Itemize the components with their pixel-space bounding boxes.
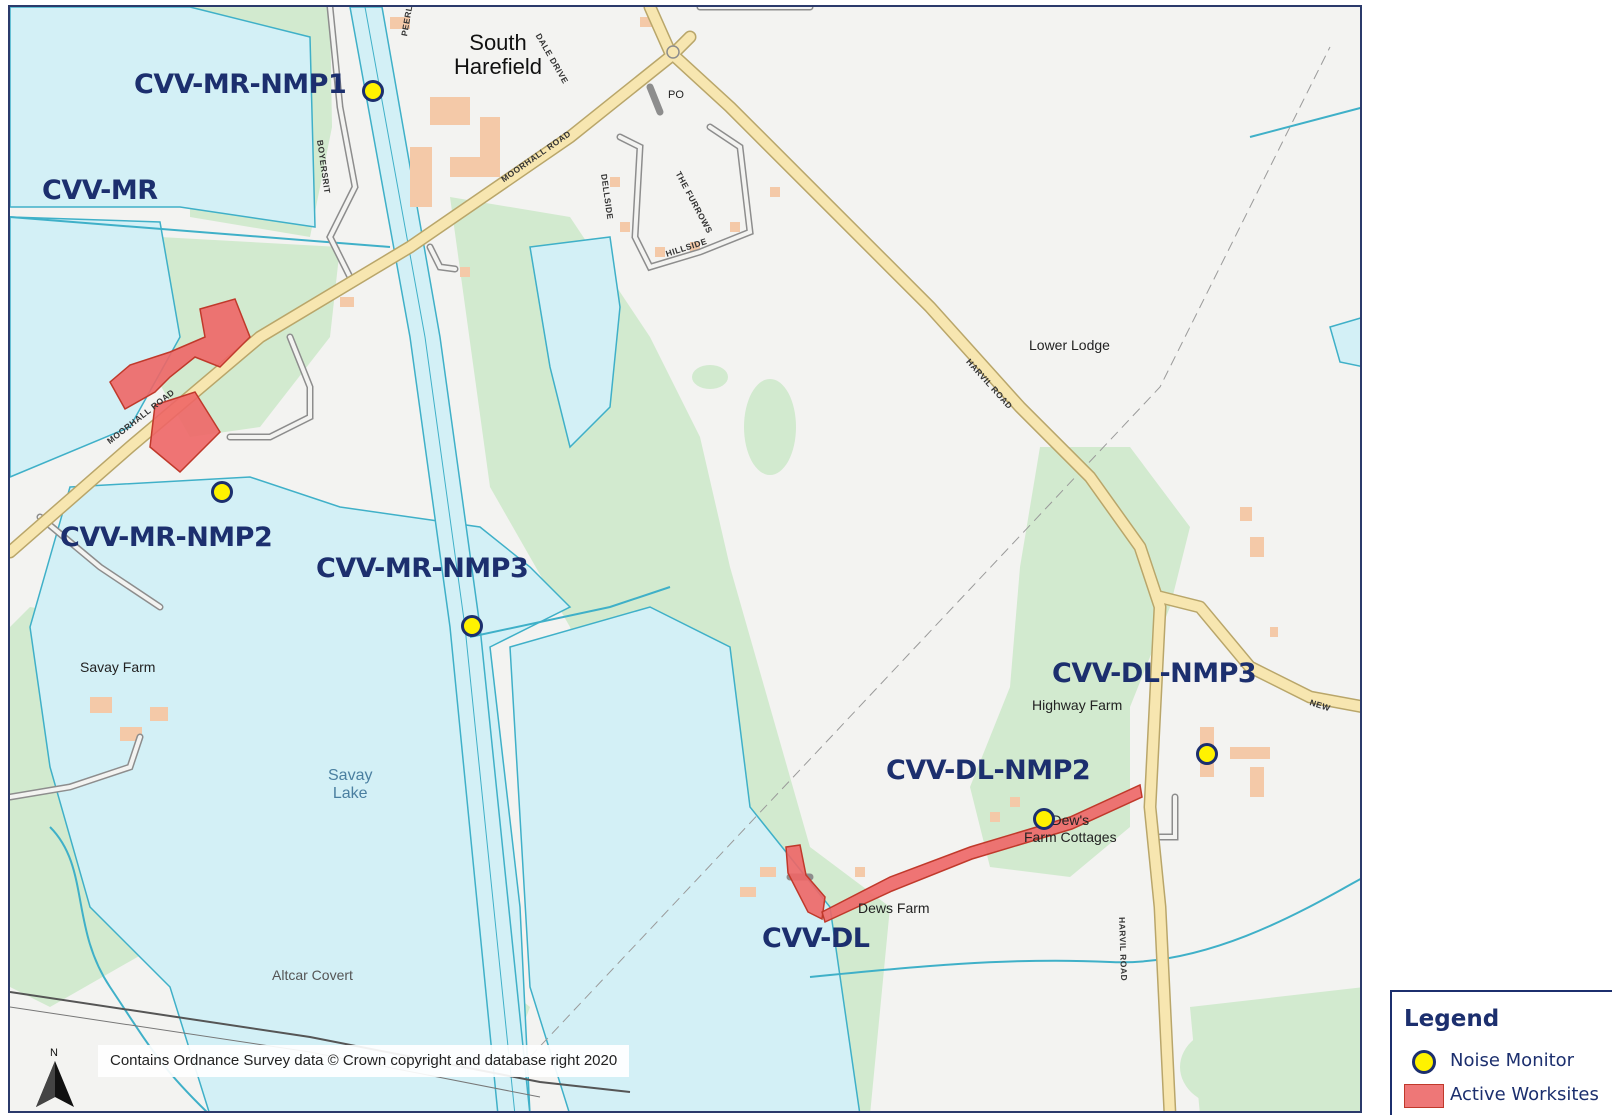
site-label-cvv-dl-nmp3: CVV-DL-NMP3	[1052, 658, 1257, 689]
worksite-cvv-dl	[785, 844, 826, 921]
place-label-dews-farm: Dews Farm	[858, 900, 930, 916]
site-label-cvv-mr-nmp3: CVV-MR-NMP3	[316, 553, 529, 584]
active-worksite-symbol-icon	[1404, 1084, 1444, 1108]
site-label-cvv-mr-nmp2: CVV-MR-NMP2	[60, 522, 273, 553]
place-label-lower-lodge: Lower Lodge	[1029, 337, 1110, 353]
buildings	[90, 17, 1278, 897]
noise-monitor-dl-nmp3[interactable]	[1196, 743, 1218, 765]
worksite-cvv-mr-north	[109, 298, 251, 411]
place-label-po: PO	[668, 89, 684, 101]
site-label-cvv-dl: CVV-DL	[762, 923, 870, 954]
north-arrow-label: N	[50, 1047, 58, 1059]
minor-roads	[10, 7, 1177, 839]
place-label-highway-farm: Highway Farm	[1032, 697, 1123, 713]
place-label-savay-farm: Savay Farm	[80, 659, 156, 675]
legend-item-label: Active Worksites	[1450, 1084, 1599, 1105]
site-label-cvv-mr: CVV-MR	[42, 175, 158, 206]
place-label-altcar-covert: Altcar Covert	[272, 967, 353, 983]
legend-item-label: Noise Monitor	[1450, 1050, 1575, 1071]
noise-monitor-dl-nmp2[interactable]	[1033, 808, 1055, 830]
noise-monitor-mr-nmp3[interactable]	[461, 615, 483, 637]
worksites	[109, 298, 1143, 924]
place-label-dews-farm-cottages: Dew's Farm Cottages	[1024, 812, 1117, 845]
north-arrow-icon	[36, 1061, 74, 1107]
noise-monitor-symbol-icon	[1412, 1050, 1436, 1074]
site-label-cvv-dl-nmp2: CVV-DL-NMP2	[886, 755, 1091, 786]
place-label-south-harefield: South Harefield	[454, 30, 543, 79]
copyright-notice: Contains Ordnance Survey data © Crown co…	[98, 1045, 630, 1077]
map-view[interactable]: South Harefield PO Lower Lodge Savay Far…	[8, 5, 1362, 1113]
legend-item-active-worksites: Active Worksites	[1404, 1084, 1612, 1110]
legend-item-noise-monitor: Noise Monitor	[1404, 1050, 1612, 1076]
north-arrow: N	[32, 1047, 78, 1109]
worksite-cvv-dl-haul-road	[821, 783, 1143, 924]
site-label-cvv-mr-nmp1: CVV-MR-NMP1	[134, 69, 347, 100]
water-bodies	[10, 7, 1360, 1111]
legend: Legend Noise Monitor Active Worksites	[1390, 990, 1612, 1115]
legend-title: Legend	[1404, 1006, 1500, 1032]
dashed-route	[529, 46, 1331, 1058]
place-label-savay-lake: Savay Lake	[328, 767, 373, 802]
base-map	[10, 7, 1360, 1111]
worksite-cvv-mr-south	[149, 391, 221, 474]
noise-monitor-mr-nmp2[interactable]	[211, 481, 233, 503]
canal	[349, 7, 531, 1111]
noise-monitor-mr-nmp1[interactable]	[362, 80, 384, 102]
